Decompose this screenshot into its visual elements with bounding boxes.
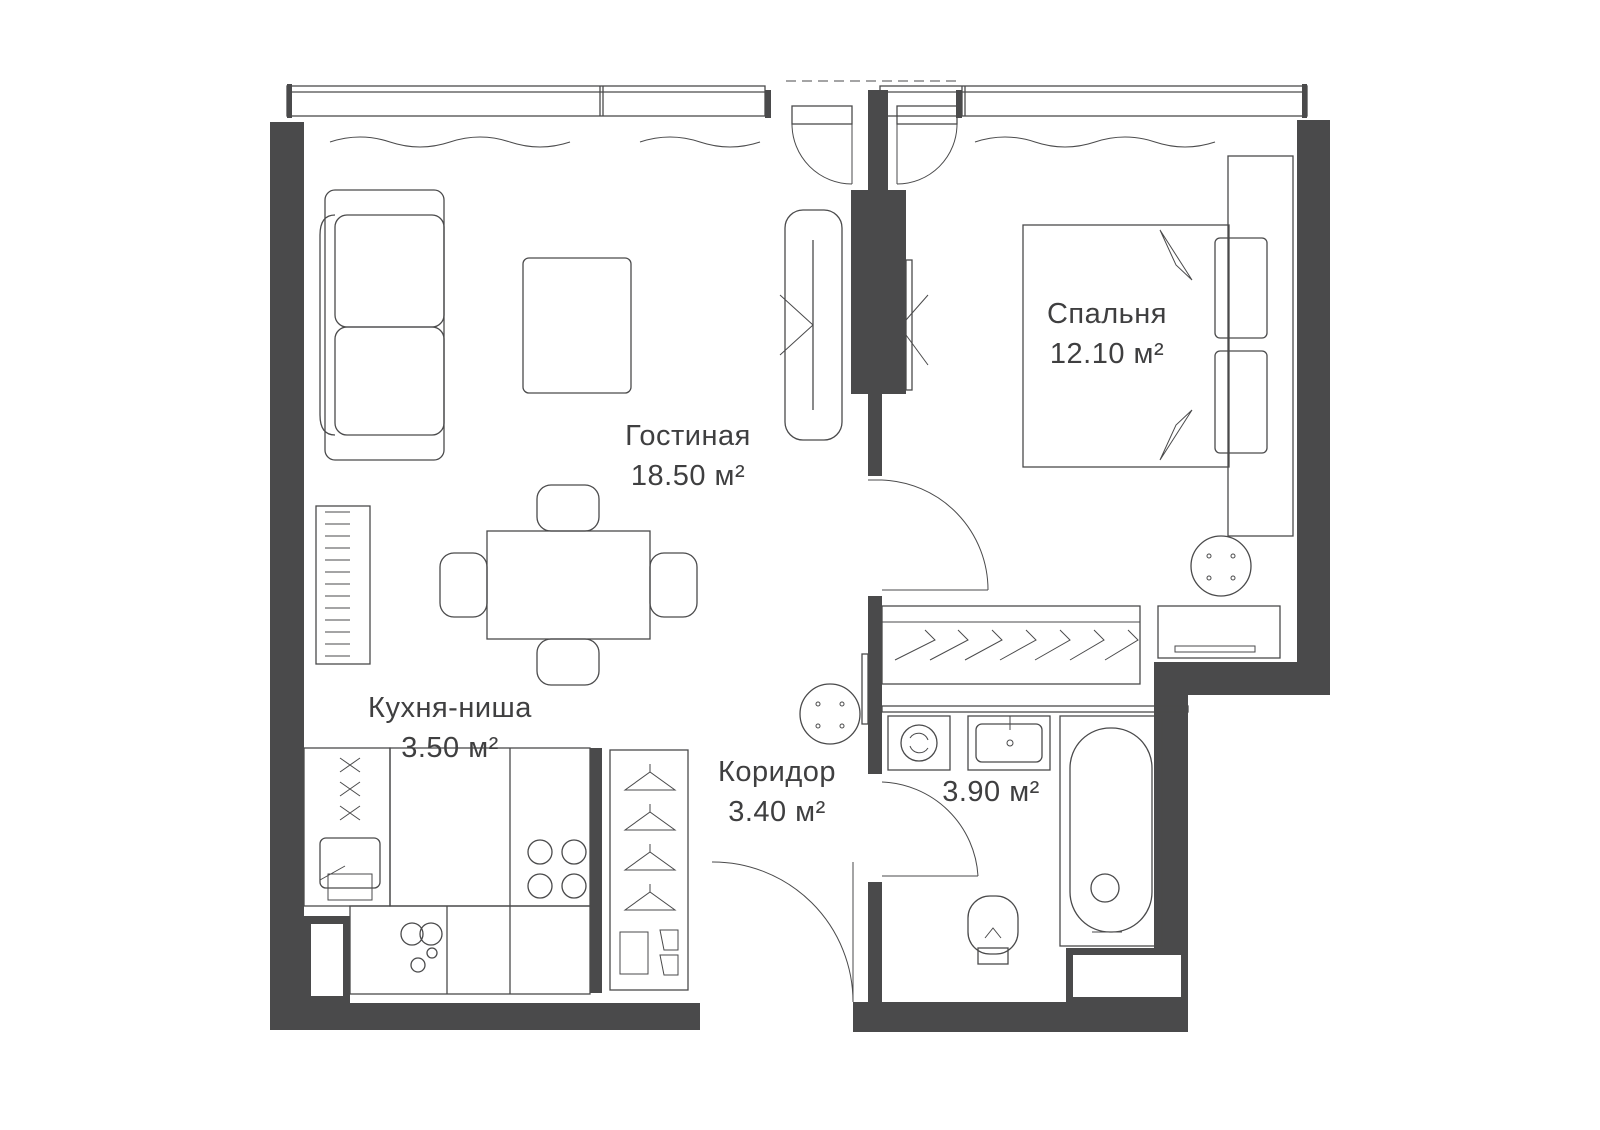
dining-set (439, 484, 698, 686)
bathroom-sink (967, 715, 1051, 771)
room-area-bedroom: 12.10 м² (1049, 338, 1165, 370)
wardrobe-bedroom (861, 605, 1141, 725)
door-bedroom (868, 479, 989, 591)
fridge-icon (400, 922, 443, 973)
toilet (967, 895, 1019, 965)
room-area-living: 18.50 м² (630, 460, 746, 492)
room-label-corridor: Коридор 3.40 м² (718, 752, 836, 832)
balcony-railing (286, 80, 1308, 118)
room-area-bathroom: 3.90 м² (942, 776, 1040, 808)
balcony-door-left (791, 105, 853, 185)
curtain-left (329, 136, 761, 148)
hood-icon (339, 757, 361, 821)
walls (270, 90, 1330, 1032)
room-area-kitchen: 3.50 м² (401, 732, 499, 764)
door-bathroom (881, 781, 979, 877)
bed (1022, 155, 1294, 537)
kitchen-counter (303, 747, 591, 995)
round-stool-bedroom (1190, 535, 1252, 597)
wardrobe-corridor (609, 749, 689, 991)
room-area-corridor: 3.40 м² (728, 796, 826, 828)
room-name-living: Гостиная (625, 420, 751, 452)
door-entrance (711, 861, 854, 1003)
room-label-bathroom: 3.90 м² (942, 772, 1040, 812)
balcony-door-right (896, 105, 958, 185)
room-name-bedroom: Спальня (1046, 298, 1168, 330)
room-label-bedroom: Спальня 12.10 м² (1047, 294, 1167, 374)
sink (319, 837, 381, 901)
round-stool-corridor (799, 683, 861, 745)
room-label-kitchen: Кухня-ниша 3.50 м² (368, 688, 532, 768)
bathtub (1059, 715, 1163, 947)
cooktop (527, 839, 587, 899)
curtain-right (974, 136, 1216, 148)
coffee-table (522, 257, 632, 394)
sofa (319, 189, 445, 461)
room-name-corridor: Коридор (717, 756, 837, 788)
tv-unit (779, 209, 929, 441)
room-name-kitchen: Кухня-ниша (368, 692, 532, 724)
room-label-living: Гостиная 18.50 м² (625, 416, 751, 496)
washing-machine (887, 715, 951, 771)
dresser (1157, 605, 1281, 659)
radiator (315, 505, 371, 665)
